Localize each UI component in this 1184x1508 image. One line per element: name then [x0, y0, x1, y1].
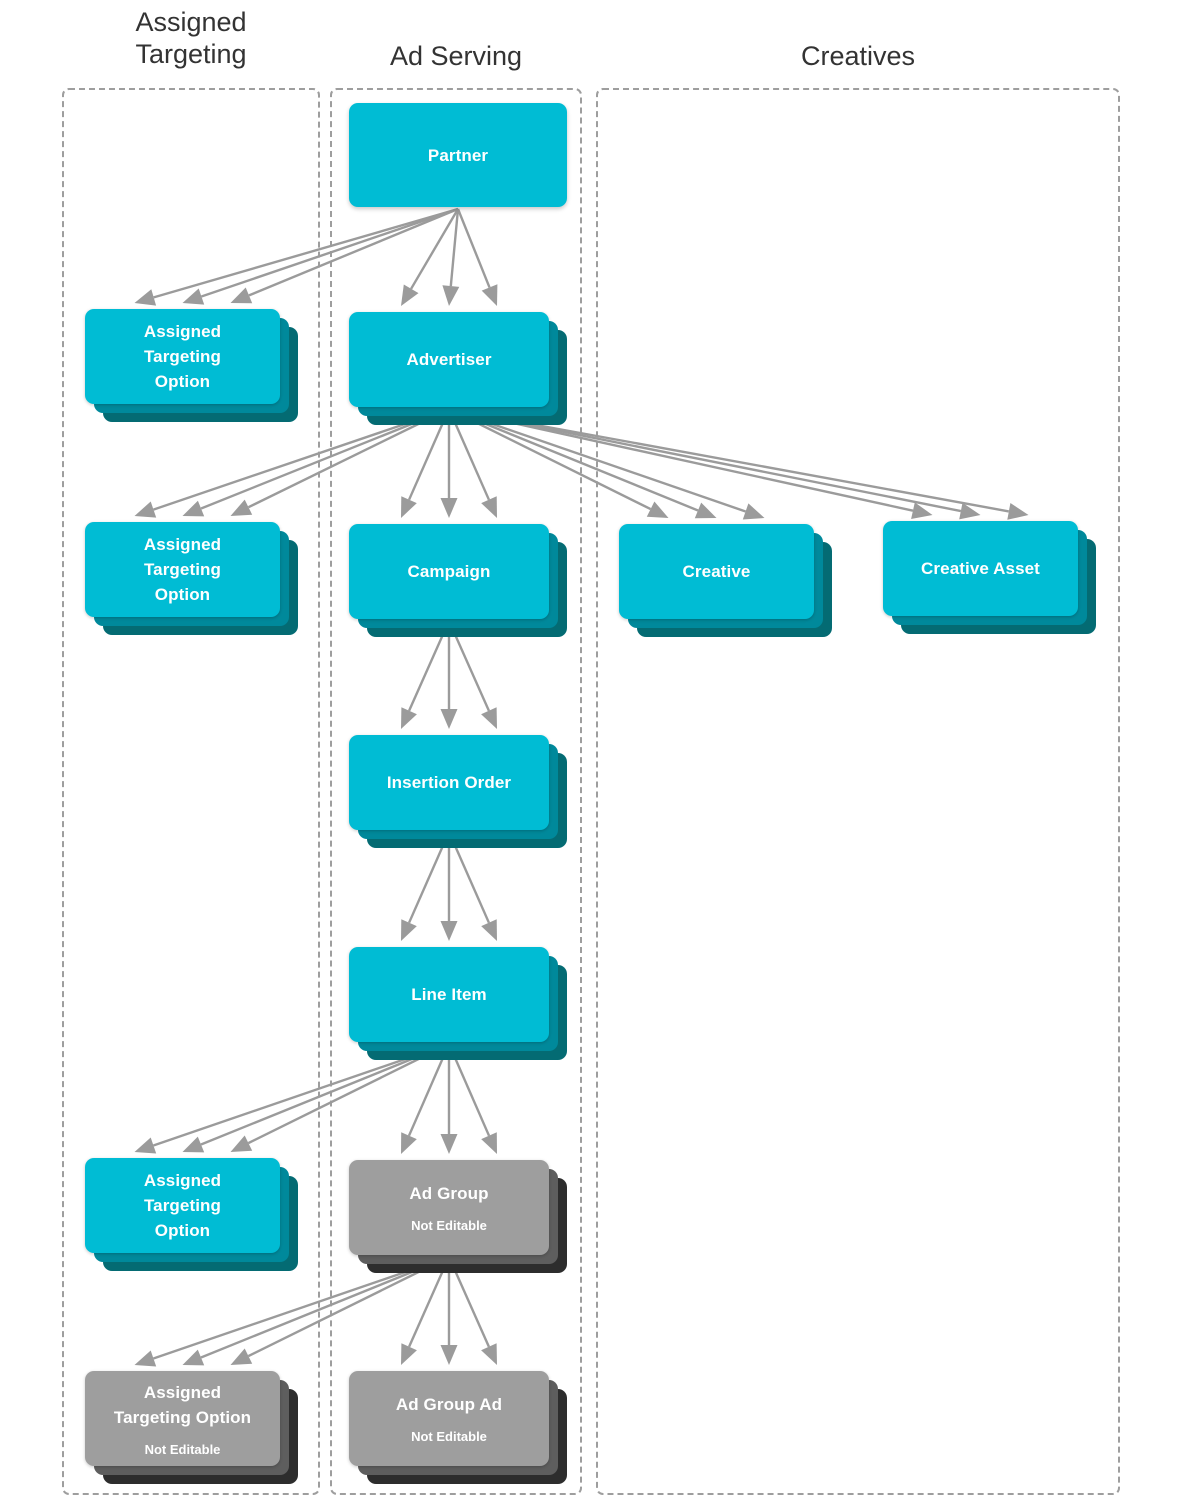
node-face[interactable]: Insertion Order — [349, 735, 549, 830]
node-face[interactable]: Ad Group Ad Not Editable — [349, 1371, 549, 1466]
node-label: Assigned Targeting Option — [113, 1382, 252, 1427]
node-label: Creative — [682, 562, 751, 581]
node-face[interactable]: Line Item — [349, 947, 549, 1042]
node-creative-asset[interactable]: Creative Asset — [883, 521, 1096, 634]
column-title-ad-serving: Ad Serving — [389, 41, 523, 71]
node-label: Advertiser — [406, 350, 492, 369]
node-label: Ad Group — [409, 1184, 489, 1203]
group-container-assigned-targeting — [62, 88, 320, 1495]
group-container-ad-serving — [330, 88, 582, 1495]
node-creative[interactable]: Creative — [619, 524, 832, 637]
group-container-creatives — [596, 88, 1120, 1495]
node-face[interactable]: Partner — [349, 103, 567, 207]
node-campaign[interactable]: Campaign — [349, 524, 567, 637]
node-label: Assigned Targeting Option — [143, 535, 222, 604]
node-label: Assigned Targeting Option — [143, 322, 222, 391]
node-readonly-badge: Not Editable — [144, 1441, 221, 1457]
node-readonly-badge: Not Editable — [411, 1218, 487, 1233]
node-advertiser[interactable]: Advertiser — [349, 312, 567, 425]
node-ato-partner[interactable]: Assigned Targeting Option — [85, 309, 298, 422]
node-face[interactable]: Assigned Targeting Option — [85, 1158, 280, 1253]
node-readonly-badge: Not Editable — [411, 1429, 487, 1444]
node-face[interactable]: Assigned Targeting Option — [85, 522, 280, 617]
node-face[interactable]: Assigned Targeting Option — [85, 309, 280, 404]
node-face[interactable]: Creative Asset — [883, 521, 1078, 616]
node-label: Insertion Order — [386, 773, 512, 792]
node-ato-advertiser[interactable]: Assigned Targeting Option — [85, 522, 298, 635]
node-insertion-order[interactable]: Insertion Order — [349, 735, 567, 848]
node-face[interactable]: Advertiser — [349, 312, 549, 407]
node-label: Assigned Targeting Option — [143, 1171, 222, 1240]
node-label: Ad Group Ad — [395, 1395, 503, 1414]
node-label: Line Item — [411, 985, 487, 1004]
node-label: Campaign — [407, 562, 491, 581]
node-label: Creative Asset — [921, 559, 1040, 578]
node-face[interactable]: Creative — [619, 524, 814, 619]
node-ad-group-ad[interactable]: Ad Group Ad Not Editable — [349, 1371, 567, 1484]
column-title-assigned-targeting: Assigned Targeting — [135, 7, 247, 69]
node-line-item[interactable]: Line Item — [349, 947, 567, 1060]
node-ato-line-item[interactable]: Assigned Targeting Option — [85, 1158, 298, 1271]
node-partner[interactable]: Partner — [349, 103, 567, 207]
node-face[interactable]: Campaign — [349, 524, 549, 619]
column-title-creatives: Creatives — [800, 41, 916, 71]
node-label: Partner — [427, 145, 489, 165]
